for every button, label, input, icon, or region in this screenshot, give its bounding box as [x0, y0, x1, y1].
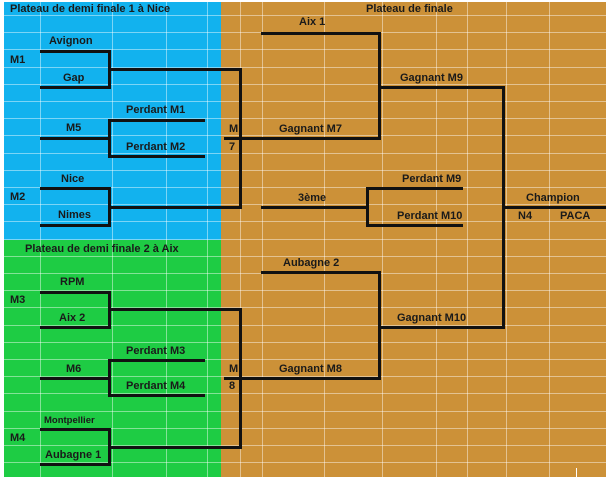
slot-gagnant-m9: Gagnant M9: [400, 72, 463, 84]
bracket-line: [261, 32, 381, 35]
bracket-line: [108, 359, 205, 362]
cell-cursor-mark: [576, 468, 577, 477]
semi-final-2-title: Plateau de demi finale 2 à Aix: [25, 243, 179, 255]
bracket-line: [378, 326, 505, 329]
bracket-line: [40, 137, 110, 140]
team-rpm: RPM: [60, 276, 85, 288]
slot-gagnant-m8: Gagnant M8: [279, 363, 342, 375]
team-aix-1: Aix 1: [299, 16, 326, 28]
champion-league: PACA: [560, 210, 591, 222]
team-nimes: Nimes: [58, 209, 92, 221]
bracket-line: [108, 359, 111, 397]
bracket-line: [40, 50, 110, 53]
bracket-line: [261, 206, 369, 209]
team-perdant-m2: Perdant M2: [126, 141, 186, 153]
team-montpellier: Montpellier: [44, 415, 95, 426]
bracket-line: [366, 187, 463, 190]
third-place-label: 3ème: [298, 192, 327, 204]
bracket-line: [108, 119, 205, 122]
semi-final-1-title: Plateau de demi finale 1 à Nice: [10, 3, 171, 15]
match-code-m6: M6: [66, 363, 82, 375]
team-nice: Nice: [61, 173, 85, 185]
match-code-m5: M5: [66, 122, 82, 134]
bracket-line: [108, 308, 242, 311]
team-gap: Gap: [63, 72, 85, 84]
bracket-line: [108, 206, 242, 209]
bracket-line: [40, 463, 110, 466]
bracket-line: [261, 271, 381, 274]
bracket-line: [40, 187, 110, 190]
bracket-line: [224, 377, 381, 380]
champion-division: N4: [518, 210, 533, 222]
slot-perdant-m9: Perdant M9: [402, 173, 462, 185]
bracket-line: [108, 119, 111, 158]
champion-label: Champion: [526, 192, 580, 204]
final-zone: [221, 2, 606, 477]
bracket-line: [108, 68, 242, 71]
match-code-m1: M1: [10, 54, 26, 66]
bracket-line: [502, 206, 606, 209]
bracket-line: [366, 224, 463, 227]
final-title: Plateau de finale: [366, 3, 453, 15]
bracket-line: [366, 187, 369, 227]
team-perdant-m1: Perdant M1: [126, 104, 186, 116]
match-code-m4: M4: [10, 432, 26, 444]
match-code-m2: M2: [10, 191, 26, 203]
bracket-line: [40, 326, 110, 329]
bracket-line: [40, 377, 110, 380]
team-aubagne-1: Aubagne 1: [45, 449, 102, 461]
bracket-line: [108, 394, 205, 397]
team-avignon: Avignon: [49, 35, 93, 47]
bracket-line: [108, 155, 205, 158]
bracket-line: [224, 137, 381, 140]
bracket-line: [40, 86, 110, 89]
bracket-line: [378, 86, 505, 89]
match-code-m3: M3: [10, 294, 26, 306]
slot-gagnant-m7: Gagnant M7: [279, 123, 342, 135]
bracket-line: [378, 271, 381, 380]
bracket-line: [40, 224, 110, 227]
team-perdant-m3: Perdant M3: [126, 345, 186, 357]
bracket-line: [108, 446, 242, 449]
slot-gagnant-m10: Gagnant M10: [397, 312, 467, 324]
bracket-line: [40, 291, 110, 294]
match-code-m8-letter: M: [229, 363, 239, 375]
team-aix-2: Aix 2: [59, 312, 86, 324]
semi-final-2-zone: [4, 240, 221, 477]
match-code-m7-number: 7: [229, 141, 236, 153]
slot-perdant-m10: Perdant M10: [397, 210, 463, 222]
team-aubagne-2: Aubagne 2: [283, 257, 340, 269]
team-perdant-m4: Perdant M4: [126, 380, 186, 392]
match-code-m7-letter: M: [229, 123, 239, 135]
bracket-line: [40, 428, 110, 431]
match-code-m8-number: 8: [229, 380, 236, 392]
